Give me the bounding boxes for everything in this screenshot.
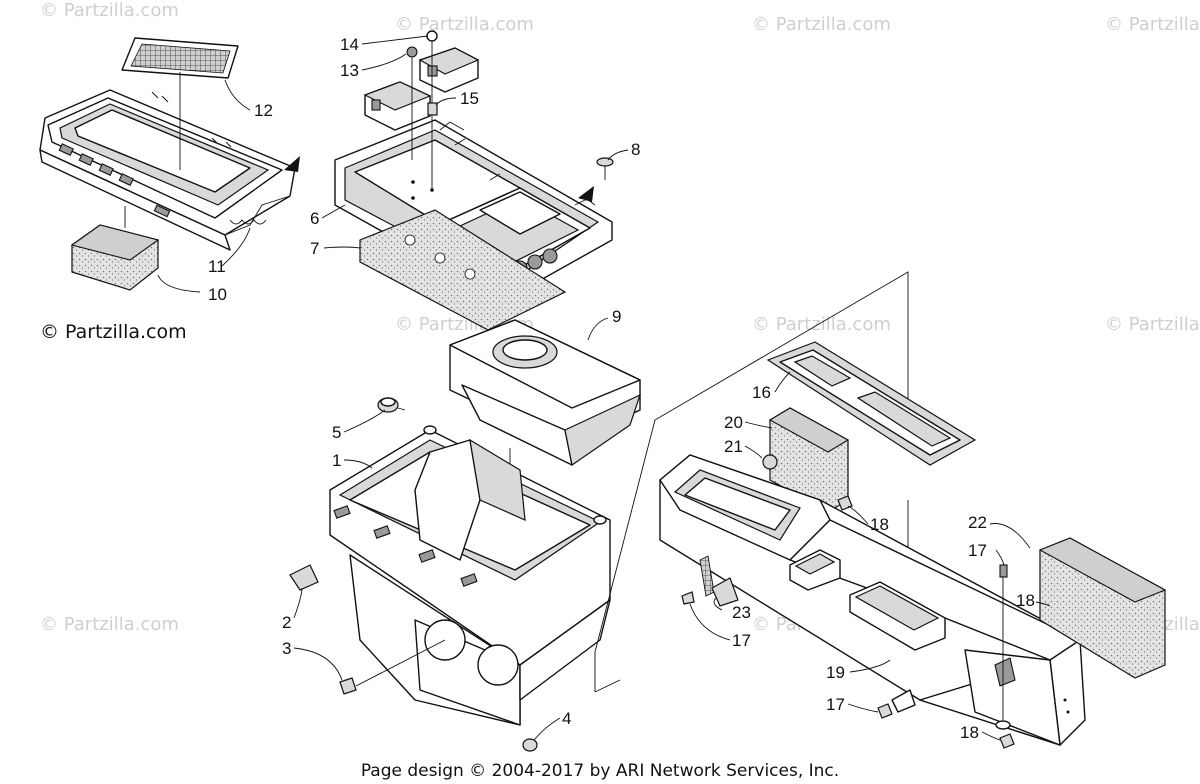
watermark: © Partzilla.com: [395, 14, 534, 35]
callout-22: 22: [968, 513, 987, 532]
callout-2: 2: [282, 613, 291, 632]
part-12-grille: [121, 37, 239, 79]
part-6-tray: [334, 119, 613, 301]
part-1-airbox: [329, 425, 611, 726]
part-21-grommet: [762, 454, 778, 470]
part-3-nut: [339, 639, 446, 695]
watermark: © Partzilla.com: [1105, 314, 1200, 335]
footer-copyright: Page design © 2004-2017 by ARI Network S…: [361, 761, 839, 781]
watermark: © Partzilla.com: [40, 0, 179, 21]
callout-13: 13: [340, 61, 359, 80]
part-4-plug: [522, 738, 538, 752]
part-16-seal: [766, 341, 977, 466]
part-8-pin: [596, 157, 614, 180]
callout-labels: 14 13 15 12 8 6 7 11 10 9 5 1 2 3 4 16 2…: [208, 35, 1035, 742]
callout-9: 9: [612, 307, 621, 326]
callout-17a: 17: [732, 631, 751, 650]
callout-3: 3: [282, 639, 291, 658]
callout-1: 1: [332, 451, 341, 470]
callout-19: 19: [826, 663, 845, 682]
callout-18c: 18: [960, 723, 979, 742]
part-20-foam: [768, 407, 850, 513]
part-9-lid: [449, 319, 642, 530]
callout-14: 14: [340, 35, 359, 54]
part-11-bezel: [39, 72, 300, 251]
callout-21: 21: [724, 437, 743, 456]
callout-17c: 17: [826, 695, 845, 714]
part-10-foam: [70, 206, 160, 291]
callout-7: 7: [310, 239, 319, 258]
part-2-clip: [289, 564, 319, 591]
main-watermark: © Partzilla.com: [40, 321, 187, 343]
callout-4: 4: [562, 709, 571, 728]
callout-15: 15: [460, 89, 479, 108]
callout-17b: 17: [968, 541, 987, 560]
part-7-foam: [359, 209, 567, 331]
part-19-console: [659, 454, 1086, 746]
callout-16: 16: [752, 383, 771, 402]
part-23-grille: [681, 555, 739, 607]
watermark: © Partzilla.com: [752, 314, 891, 335]
watermark: © Partzilla.com: [40, 614, 179, 635]
part-22-foam: [1038, 537, 1167, 679]
callout-12: 12: [254, 101, 273, 120]
part-5-knob: [377, 397, 406, 413]
callout-20: 20: [724, 413, 743, 432]
callout-18b: 18: [1016, 591, 1035, 610]
callout-23: 23: [732, 603, 751, 622]
callout-18a: 18: [870, 515, 889, 534]
callout-8: 8: [631, 140, 640, 159]
callout-11: 11: [208, 257, 226, 276]
callout-leaders: [157, 35, 1051, 741]
parts-13-14-15-hardware: [363, 30, 480, 190]
callout-5: 5: [332, 423, 341, 442]
callout-6: 6: [310, 209, 319, 228]
watermark: © Partzilla.com: [1105, 14, 1200, 35]
watermark: © Partzilla.com: [752, 14, 891, 35]
callout-10: 10: [208, 285, 227, 304]
